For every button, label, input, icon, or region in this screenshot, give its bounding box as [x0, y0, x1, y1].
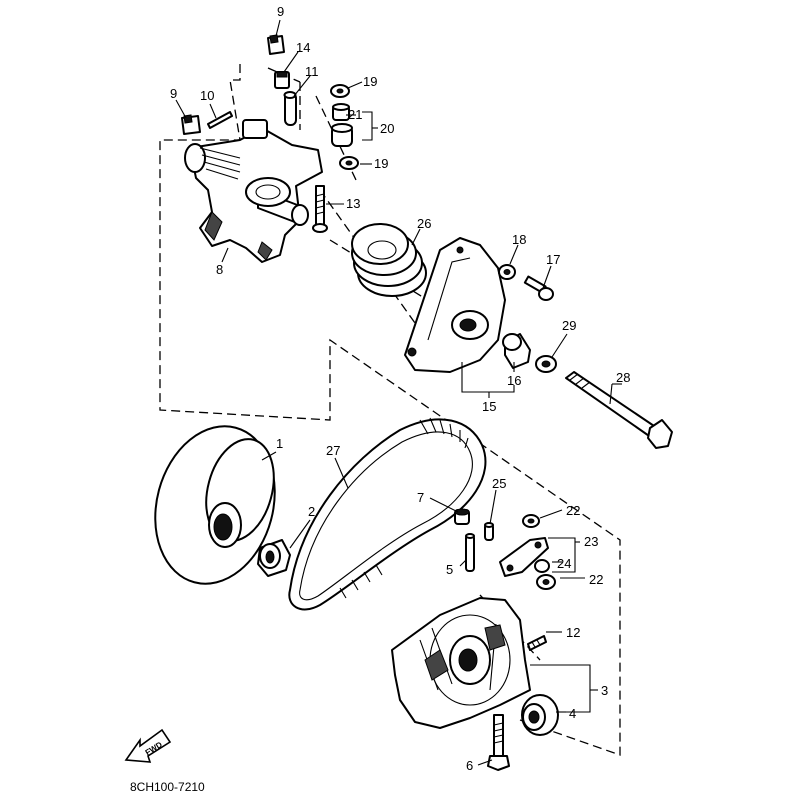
part-18-nut — [498, 264, 516, 280]
part-23-arm — [499, 537, 549, 577]
callout-18: 18 — [512, 232, 526, 247]
part-10-pin — [207, 111, 233, 129]
callout-11: 11 — [305, 64, 319, 79]
part-16-bushing — [502, 333, 531, 369]
part-14-nut — [274, 71, 290, 89]
part-27-drive-belt — [288, 417, 487, 611]
part-17-screw — [523, 275, 554, 301]
callout-15: 15 — [482, 399, 496, 414]
callout-27: 27 — [326, 443, 340, 458]
part-6-bolt — [487, 714, 510, 771]
callout-14: 14 — [296, 40, 310, 55]
callout-10: 10 — [200, 88, 214, 103]
part-24-roller — [534, 559, 550, 573]
callout-5: 5 — [446, 562, 453, 577]
callout-22-bottom: 22 — [589, 572, 603, 587]
callout-21: 21 — [348, 107, 362, 122]
part-5-shaft — [465, 533, 475, 572]
drawing-code: 8CH100-7210 — [130, 780, 205, 794]
callout-23: 23 — [584, 534, 598, 549]
callout-24: 24 — [557, 556, 571, 571]
part-9-weight-left — [181, 114, 201, 135]
callout-2: 2 — [308, 504, 315, 519]
part-22-washer-bottom — [536, 574, 556, 590]
part-28-long-bolt — [565, 371, 673, 449]
callout-7: 7 — [417, 490, 424, 505]
callout-20: 20 — [380, 121, 394, 136]
part-19-washer-top — [330, 84, 350, 98]
part-12-spring-pin — [527, 635, 547, 651]
callout-29: 29 — [562, 318, 576, 333]
callout-28: 28 — [616, 370, 630, 385]
callout-25: 25 — [492, 476, 506, 491]
callout-17: 17 — [546, 252, 560, 267]
part-11-sleeve — [283, 91, 297, 126]
part-8-fixed-sheave-hub — [184, 119, 323, 263]
part-1-movable-sheave — [154, 425, 276, 585]
part-20-roller — [331, 123, 353, 147]
part-26-spring — [351, 223, 427, 297]
callout-labels: 9 14 11 19 9 10 21 20 19 13 26 18 17 8 2… — [170, 4, 630, 773]
part-4-bearing — [521, 694, 559, 736]
callout-1: 1 — [276, 436, 283, 451]
part-25-pin — [484, 522, 494, 541]
part-29-washer — [535, 355, 557, 373]
callout-9-top: 9 — [277, 4, 284, 19]
callout-8: 8 — [216, 262, 223, 277]
callout-22-top: 22 — [566, 503, 580, 518]
part-7-cap — [454, 508, 470, 525]
part-22-washer-top — [522, 514, 540, 528]
callout-12: 12 — [566, 625, 580, 640]
part-13-bolt — [312, 185, 328, 233]
part-2-ring — [257, 539, 291, 577]
part-21-bushing — [332, 103, 350, 121]
part-19-washer-bottom — [339, 156, 359, 170]
callout-13: 13 — [346, 196, 360, 211]
callout-16: 16 — [507, 373, 521, 388]
part-3-sheave-housing — [391, 597, 531, 729]
callout-3: 3 — [601, 683, 608, 698]
callout-19-bottom: 19 — [374, 156, 388, 171]
part-9-weight-top — [267, 34, 285, 55]
callout-26: 26 — [417, 216, 431, 231]
part-15-cover-plate — [404, 237, 506, 373]
callout-4: 4 — [569, 706, 576, 721]
callout-9-left: 9 — [170, 86, 177, 101]
callout-19-top: 19 — [363, 74, 377, 89]
leader-lines — [175, 19, 622, 766]
fwd-arrow-icon: FWD — [124, 728, 172, 763]
callout-6: 6 — [466, 758, 473, 773]
